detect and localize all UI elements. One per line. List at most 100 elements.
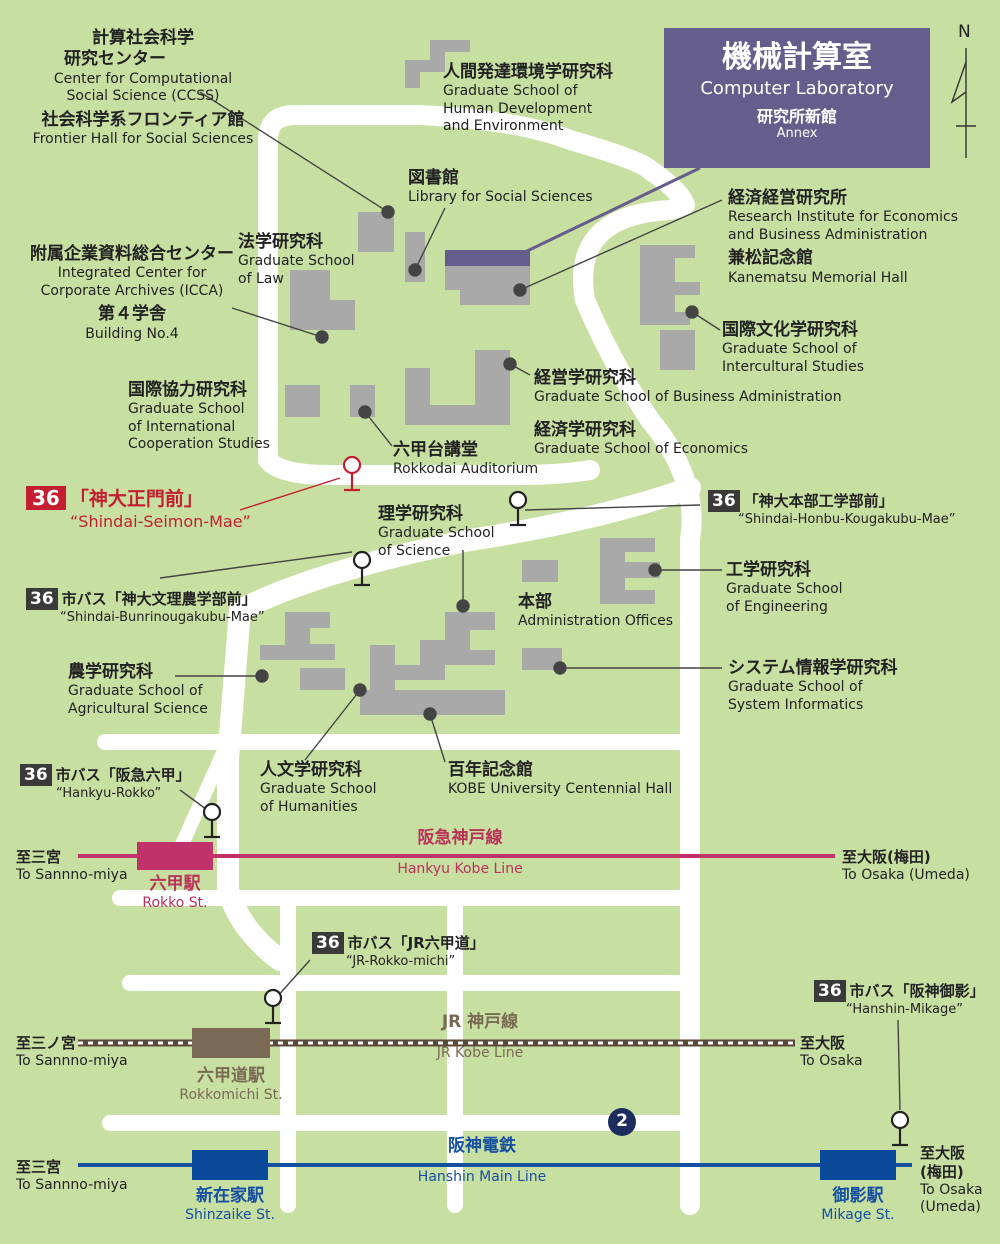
bus-stop-honbu-pin (508, 490, 528, 527)
gsics-en3: Cooperation Studies (128, 436, 270, 453)
bus-stop-bunri-en: “Shindai-Bunrinougakubu-Mae” (60, 610, 265, 625)
hanshin-station2-label[interactable]: 御影駅 Mikage St. (800, 1186, 916, 1225)
north-label: N (958, 22, 971, 42)
jr-east-label: 至大阪 To Osaka (800, 1034, 863, 1070)
humanities-ja: 人文学研究科 (260, 760, 362, 780)
engineering-en2: of Engineering (726, 598, 828, 615)
label-icca[interactable]: 附属企業資料総合センター Integrated Center for Corpo… (14, 244, 250, 343)
label-admin[interactable]: 本部 Administration Offices (518, 592, 673, 631)
rieb-en1: Research Institute for Economics (728, 209, 959, 226)
leader-lines (159, 91, 901, 1111)
hanshin-east-en1: To Osaka (920, 1181, 983, 1198)
rieb-ja2: 兼松記念館 (728, 248, 813, 269)
humanities-en2: of Humanities (260, 798, 358, 815)
building-computer-laboratory[interactable] (445, 250, 530, 266)
gsics-ja: 国際協力研究科 (128, 380, 247, 400)
engineering-en1: Graduate School (726, 581, 843, 598)
lab-title-ja: 機械計算室 (722, 40, 872, 75)
bus-route-badge: 36 (814, 980, 846, 1002)
science-en1: Graduate School (378, 525, 495, 542)
human-en3: and Environment (443, 118, 564, 135)
label-business[interactable]: 経営学研究科 Graduate School of Business Admin… (534, 368, 842, 407)
bus-route-badge: 36 (26, 486, 66, 510)
icca-en2: Corporate Archives (ICCA) (40, 282, 224, 299)
bus-stop-jr-en: “JR-Rokko-michi” (346, 954, 456, 969)
label-agriculture[interactable]: 農学研究科 Graduate School of Agricultural Sc… (68, 662, 208, 718)
jr-west-label: 至三ノ宮 To Sannno-miya (16, 1034, 128, 1070)
law-ja: 法学研究科 (238, 232, 323, 252)
route-2-label: 2 (616, 1111, 628, 1131)
railways (78, 842, 912, 1180)
bus-stop-seimon-pin (342, 455, 362, 492)
label-rieb[interactable]: 経済経営研究所 Research Institute for Economics… (728, 188, 958, 287)
human-en1: Graduate School of (443, 83, 578, 100)
hankyu-east-en: To Osaka (Umeda) (842, 866, 970, 883)
label-library[interactable]: 図書館 Library for Social Sciences (408, 168, 593, 207)
label-auditorium[interactable]: 六甲台講堂 Rokkodai Auditorium (393, 440, 538, 479)
label-gsics[interactable]: 国際協力研究科 Graduate School of International… (128, 380, 270, 454)
label-sysinfo[interactable]: システム情報学研究科 Graduate School of System Inf… (728, 658, 898, 714)
label-human-development[interactable]: 人間発達環境学研究科 Graduate School of Human Deve… (443, 62, 613, 136)
label-science[interactable]: 理学研究科 Graduate School of Science (378, 504, 495, 560)
label-engineering[interactable]: 工学研究科 Graduate School of Engineering (726, 560, 843, 616)
intercult-en2: Intercultural Studies (722, 358, 864, 375)
label-ccss[interactable]: 計算社会科学 研究センター Center for Computational S… (28, 28, 258, 148)
law-en1: Graduate School (238, 253, 355, 270)
icca-ja1: 附属企業資料総合センター (30, 244, 234, 264)
jr-station-label[interactable]: 六甲道駅 Rokkomichi St. (166, 1066, 296, 1105)
ccss-en1: Center for Computational (53, 70, 233, 87)
hanshin-west-en: To Sannno-miya (16, 1176, 128, 1193)
building-business (405, 350, 510, 425)
bus-stop-hankyu-ja: 市バス「阪急六甲」 (55, 766, 191, 784)
label-humanities[interactable]: 人文学研究科 Graduate School of Humanities (260, 760, 377, 816)
hankyu-rokko-station (137, 842, 213, 870)
hankyu-station-label[interactable]: 六甲駅 Rokko St. (118, 874, 232, 913)
bus-stop-seimon[interactable]: 36「神大正門前」 “Shindai-Seimon-Mae” (26, 486, 251, 532)
ccss-ja2: 研究センター (64, 49, 166, 70)
science-en2: of Science (378, 542, 451, 559)
bus-route-badge: 36 (312, 932, 344, 954)
hanshin-west-ja: 至三宮 (16, 1158, 62, 1176)
hanshin-mikage-station (820, 1150, 896, 1180)
building-engineering (600, 538, 660, 604)
computer-laboratory-box[interactable]: 機械計算室 Computer Laboratory 研究所新館 Annex (664, 28, 930, 168)
jr-ja: JR 神戸線 (441, 1012, 519, 1032)
label-economics[interactable]: 経済学研究科 Graduate School of Economics (534, 420, 748, 459)
bus-stop-seimon-ja: 「神大正門前」 (69, 488, 203, 510)
hanshin-east-en2: (Umeda) (920, 1199, 981, 1215)
bus-stop-honbu[interactable]: 36「神大本部工学部前」 “Shindai-Honbu-Kougakubu-Ma… (708, 490, 956, 528)
building-icca (285, 385, 320, 417)
bus-route-badge: 36 (20, 764, 52, 786)
north-arrow (950, 48, 976, 158)
label-intercultural[interactable]: 国際文化学研究科 Graduate School of Intercultura… (722, 320, 864, 376)
agri-ja: 農学研究科 (68, 662, 153, 682)
label-centennial[interactable]: 百年記念館 KOBE University Centennial Hall (448, 760, 672, 799)
engineering-ja: 工学研究科 (726, 560, 811, 580)
building-intercultural (660, 330, 695, 370)
hankyu-west-en: To Sannno-miya (16, 866, 128, 883)
hankyu-en: Hankyu Kobe Line (397, 861, 523, 878)
intercult-ja: 国際文化学研究科 (722, 320, 858, 340)
hanshin-station2-ja: 御影駅 (832, 1186, 884, 1206)
upper-campus-loop (258, 105, 702, 1215)
building-centennial (360, 612, 505, 715)
centennial-en: KOBE University Centennial Hall (448, 781, 673, 798)
hanshin-station1-en: Shinzaike St. (185, 1207, 275, 1224)
route-2-marker (608, 1108, 636, 1136)
lab-annex-en: Annex (776, 126, 818, 141)
hanshin-station1-label[interactable]: 新在家駅 Shinzaike St. (170, 1186, 290, 1225)
business-ja: 経営学研究科 (534, 368, 636, 388)
label-law[interactable]: 法学研究科 Graduate School of Law (238, 232, 355, 288)
hankyu-east-ja: 至大阪(梅田) (842, 848, 931, 866)
building-admin (522, 560, 558, 582)
jr-line-name: JR 神戸線 JR Kobe Line (370, 1012, 590, 1063)
hanshin-en: Hanshin Main Line (417, 1169, 547, 1186)
economics-en: Graduate School of Economics (534, 441, 749, 458)
building-law (290, 270, 355, 330)
bus-stop-honbu-en: “Shindai-Honbu-Kougakubu-Mae” (738, 512, 956, 527)
